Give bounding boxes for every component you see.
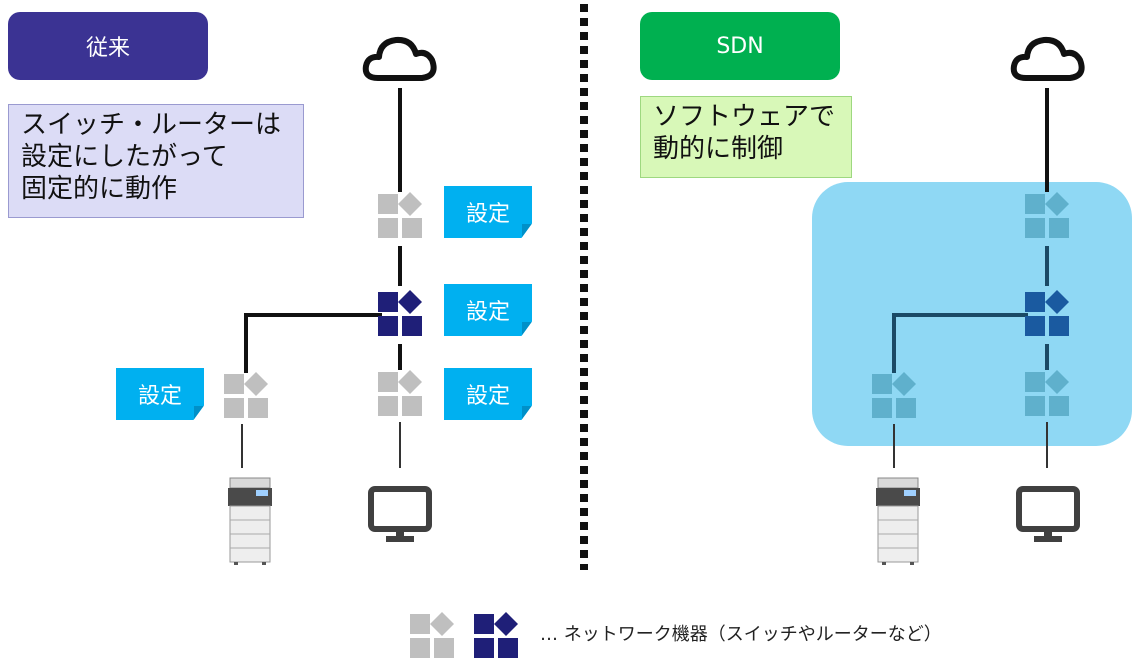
right-printer-link bbox=[893, 424, 895, 468]
network-device-icon bbox=[378, 290, 422, 336]
switch-link-upper bbox=[398, 246, 402, 286]
switch-link-lower bbox=[1045, 344, 1049, 370]
legend-text: … ネットワーク機器（スイッチやルーターなど） bbox=[540, 624, 942, 645]
setting-tag: 設定 bbox=[444, 368, 532, 420]
printer-icon bbox=[876, 477, 920, 565]
switch-link-upper bbox=[1045, 246, 1049, 286]
monitor-icon bbox=[368, 486, 432, 542]
switch-link-lower bbox=[398, 344, 402, 370]
traditional-note-line-2: 設定にしたがって bbox=[21, 142, 228, 172]
traditional-header-label: 従来 bbox=[85, 36, 130, 61]
setting-tag: 設定 bbox=[444, 186, 532, 238]
network-device-icon bbox=[1025, 192, 1069, 238]
network-device-icon bbox=[1025, 290, 1069, 336]
branch-horizontal-line bbox=[244, 313, 382, 317]
cloud-to-switch-line bbox=[1045, 88, 1049, 192]
divider-dotted-line bbox=[580, 4, 588, 570]
left-monitor-link bbox=[399, 422, 401, 468]
network-device-icon bbox=[1025, 370, 1069, 416]
traditional-note: スイッチ・ルーターは 設定にしたがって 固定的に動作 bbox=[8, 104, 304, 218]
network-device-icon bbox=[872, 372, 916, 418]
cloud-icon bbox=[362, 36, 437, 81]
cloud-to-switch-line bbox=[398, 88, 402, 192]
branch-vertical-line bbox=[244, 313, 248, 373]
network-device-icon bbox=[474, 612, 518, 658]
network-device-icon bbox=[224, 372, 268, 418]
branch-horizontal-line bbox=[892, 313, 1028, 317]
traditional-header: 従来 bbox=[8, 12, 208, 80]
setting-tag-label: 設定 bbox=[137, 384, 182, 409]
monitor-icon bbox=[1016, 486, 1080, 542]
printer-icon bbox=[228, 477, 272, 565]
sdn-note: ソフトウェアで 動的に制御 bbox=[640, 96, 852, 178]
sdn-note-line-2: 動的に制御 bbox=[653, 134, 784, 164]
setting-tag: 設定 bbox=[444, 284, 532, 336]
sdn-header-label: SDN bbox=[716, 33, 764, 59]
setting-tag-label: 設定 bbox=[465, 202, 510, 227]
branch-vertical-line bbox=[892, 313, 896, 373]
sdn-header: SDN bbox=[640, 12, 840, 80]
setting-tag-label: 設定 bbox=[465, 300, 510, 325]
traditional-note-line-1: スイッチ・ルーターは bbox=[21, 110, 282, 140]
network-device-icon bbox=[378, 192, 422, 238]
network-device-icon bbox=[378, 370, 422, 416]
network-device-icon bbox=[410, 612, 454, 658]
right-monitor-link bbox=[1046, 422, 1048, 468]
setting-tag-label: 設定 bbox=[465, 384, 510, 409]
sdn-note-line-1: ソフトウェアで bbox=[653, 102, 836, 132]
left-printer-link bbox=[241, 424, 243, 468]
cloud-icon bbox=[1010, 36, 1085, 81]
setting-tag: 設定 bbox=[116, 368, 204, 420]
traditional-note-line-3: 固定的に動作 bbox=[21, 174, 178, 204]
